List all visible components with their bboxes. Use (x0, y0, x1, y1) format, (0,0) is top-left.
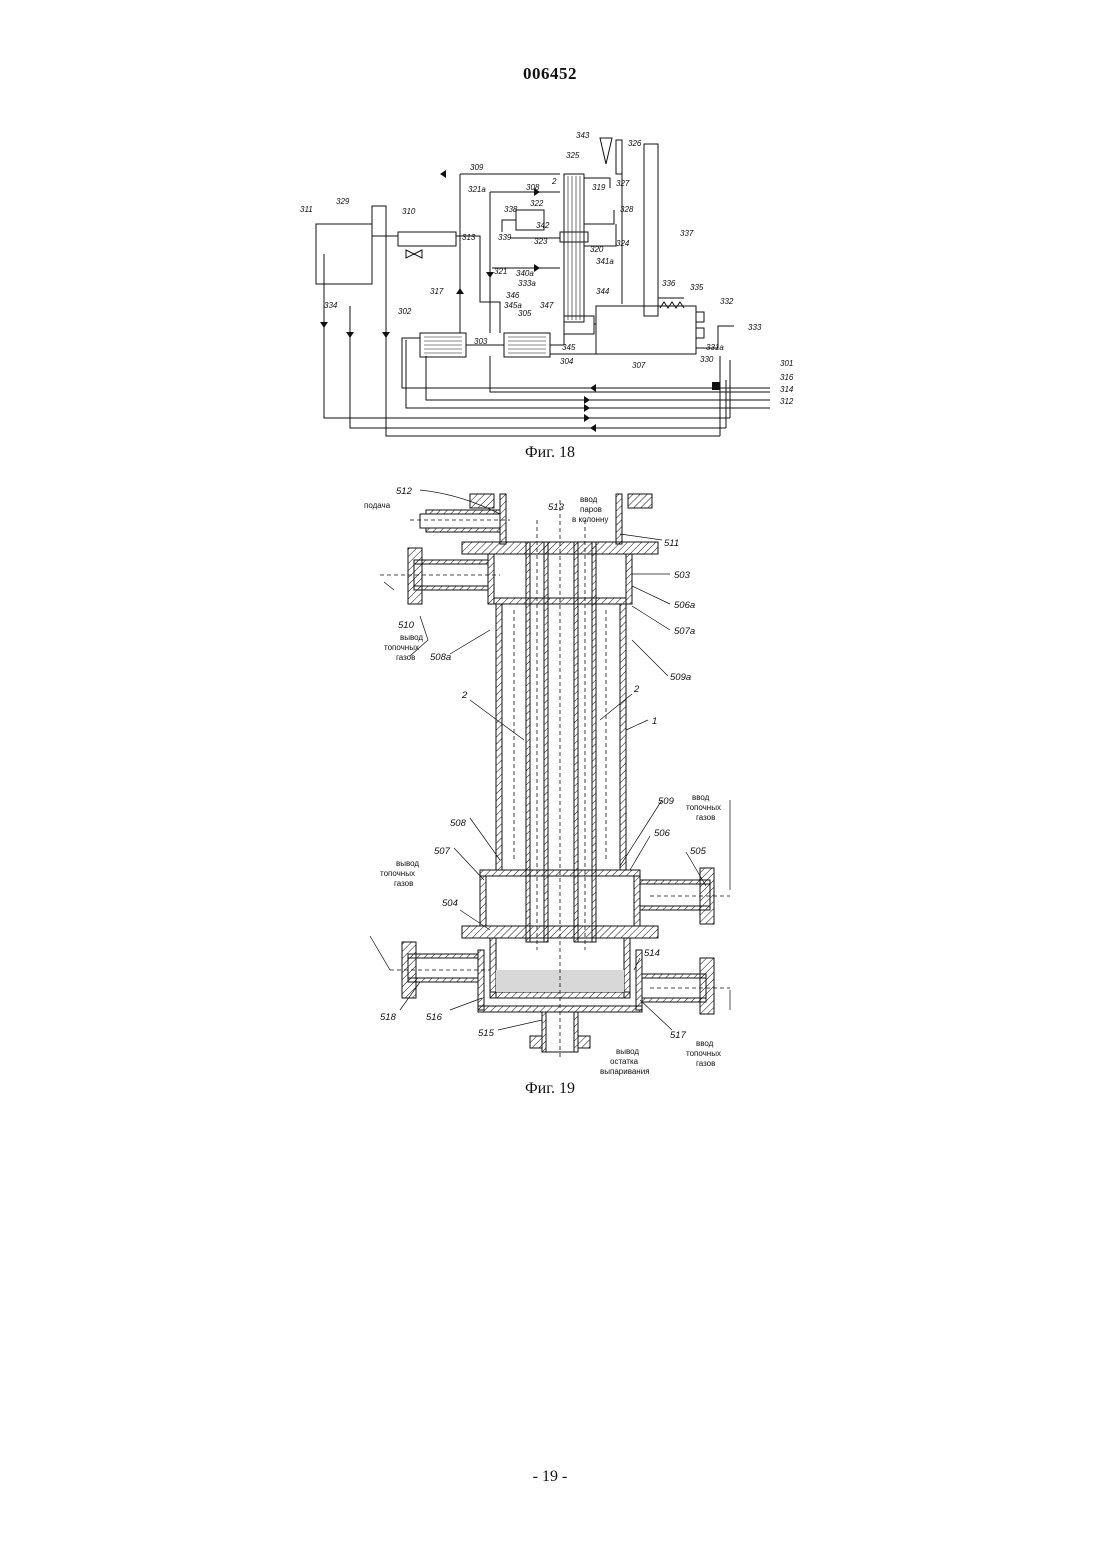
furnace-307 (596, 306, 696, 354)
ref-307: 307 (632, 361, 646, 370)
ref-507: 507 (434, 846, 451, 857)
ref-344: 344 (596, 287, 610, 296)
label-residue-out-3: выпаривания (600, 1067, 650, 1076)
ref-329: 329 (336, 197, 350, 206)
ref-305: 305 (518, 309, 532, 318)
ref-334: 334 (324, 301, 338, 310)
ref-509a: 509a (670, 672, 691, 683)
page-number: - 19 - (0, 1468, 1100, 1486)
label-flue-out-mid-1: вывод (396, 859, 419, 868)
ref-321: 321 (494, 267, 507, 276)
ref-303: 303 (474, 337, 488, 346)
ref-340a: 340a (516, 269, 534, 278)
unit-310-heater (398, 232, 456, 246)
ref-346: 346 (506, 291, 520, 300)
document-number: 006452 (0, 64, 1100, 84)
ref-505: 505 (690, 846, 707, 857)
ref-506: 506 (654, 828, 671, 839)
ref-339: 339 (498, 233, 512, 242)
ref-517: 517 (670, 1030, 687, 1041)
ref-308: 308 (526, 183, 540, 192)
ref-514: 514 (644, 948, 660, 959)
ref-323: 323 (534, 237, 548, 246)
label-vapor-in-1: ввод (580, 495, 598, 504)
label-flue-in-mid-3: газов (696, 813, 715, 822)
label-flue-out-top-2: топочных (384, 643, 419, 652)
ref-511: 511 (664, 538, 679, 549)
ref-503: 503 (674, 570, 691, 581)
ref-509: 509 (658, 796, 675, 807)
ref-508a: 508a (430, 652, 451, 663)
ref-337: 337 (680, 229, 694, 238)
ref-310: 310 (402, 207, 416, 216)
ref-508: 508 (450, 818, 467, 829)
ref-330: 330 (700, 355, 714, 364)
ref-345: 345 (562, 343, 576, 352)
label-flue-in-mid-2: топочных (686, 803, 721, 812)
ref-322: 322 (530, 199, 544, 208)
ref-331a: 331a (706, 343, 724, 352)
ref-313: 313 (462, 233, 476, 242)
ref-347: 347 (540, 301, 554, 310)
ref-333a: 333a (518, 279, 536, 288)
ref-513: 513 (548, 502, 565, 513)
ref-343: 343 (576, 131, 590, 140)
label-flue-out-top-3: газов (396, 653, 415, 662)
figure-18-caption: Фиг. 18 (0, 444, 1100, 462)
ref-317: 317 (430, 287, 444, 296)
ref-320: 320 (590, 245, 604, 254)
label-flue-out-mid-2: топочных (380, 869, 415, 878)
ref-301: 301 (780, 359, 793, 368)
ref-2b: 2 (633, 684, 640, 695)
ref-332: 332 (720, 297, 734, 306)
ref-516: 516 (426, 1012, 443, 1023)
ref-2a: 2 (461, 690, 468, 701)
ref-507a: 507a (674, 626, 695, 637)
ref-342: 342 (536, 221, 550, 230)
ref-302: 302 (398, 307, 412, 316)
label-flue-in-bottom-2: топочных (686, 1049, 721, 1058)
ref-512: 512 (396, 486, 413, 497)
label-flue-out-top-1: вывод (400, 633, 423, 642)
ref-333: 333 (748, 323, 762, 332)
ref-1: 1 (652, 716, 657, 727)
ref-312: 312 (780, 397, 794, 406)
ref-2: 2 (551, 177, 557, 186)
ref-336: 336 (662, 279, 676, 288)
stack-337 (644, 144, 658, 316)
ref-316: 316 (780, 373, 794, 382)
label-residue-out-2: остатка (610, 1057, 639, 1066)
label-flue-in-bottom-3: газов (696, 1059, 715, 1068)
ref-515: 515 (478, 1028, 495, 1039)
ref-510: 510 (398, 620, 415, 631)
figure-19-column-cross-section: 512 513 511 503 506a 507a 510 508a 509a … (350, 480, 770, 1080)
label-vapor-in-3: в колонну (572, 515, 608, 524)
ref-341a: 341a (596, 257, 614, 266)
ref-314: 314 (780, 385, 794, 394)
ref-338: 338 (504, 205, 518, 214)
ref-325: 325 (566, 151, 580, 160)
figure-18-process-diagram: 343 326 325 309 2 319 327 321a 308 338 3… (290, 128, 810, 448)
label-flue-in-bottom-1: ввод (696, 1039, 714, 1048)
ref-324: 324 (616, 239, 630, 248)
ref-326: 326 (628, 139, 642, 148)
figure-19-caption: Фиг. 19 (0, 1080, 1100, 1098)
ref-321a: 321a (468, 185, 486, 194)
label-residue-out-1: вывод (616, 1047, 639, 1056)
ref-506a: 506a (674, 600, 695, 611)
label-feed: подача (364, 501, 391, 510)
column-2 (564, 174, 584, 322)
label-vapor-in-2: паров (580, 505, 602, 514)
ref-304: 304 (560, 357, 574, 366)
ref-311: 311 (300, 205, 313, 214)
label-flue-out-mid-3: газов (394, 879, 413, 888)
label-flue-in-mid-1: ввод (692, 793, 710, 802)
ref-504: 504 (442, 898, 458, 909)
ref-309: 309 (470, 163, 484, 172)
ref-518: 518 (380, 1012, 397, 1023)
ref-319: 319 (592, 183, 606, 192)
ref-327: 327 (616, 179, 630, 188)
ref-328: 328 (620, 205, 634, 214)
ref-335: 335 (690, 283, 704, 292)
